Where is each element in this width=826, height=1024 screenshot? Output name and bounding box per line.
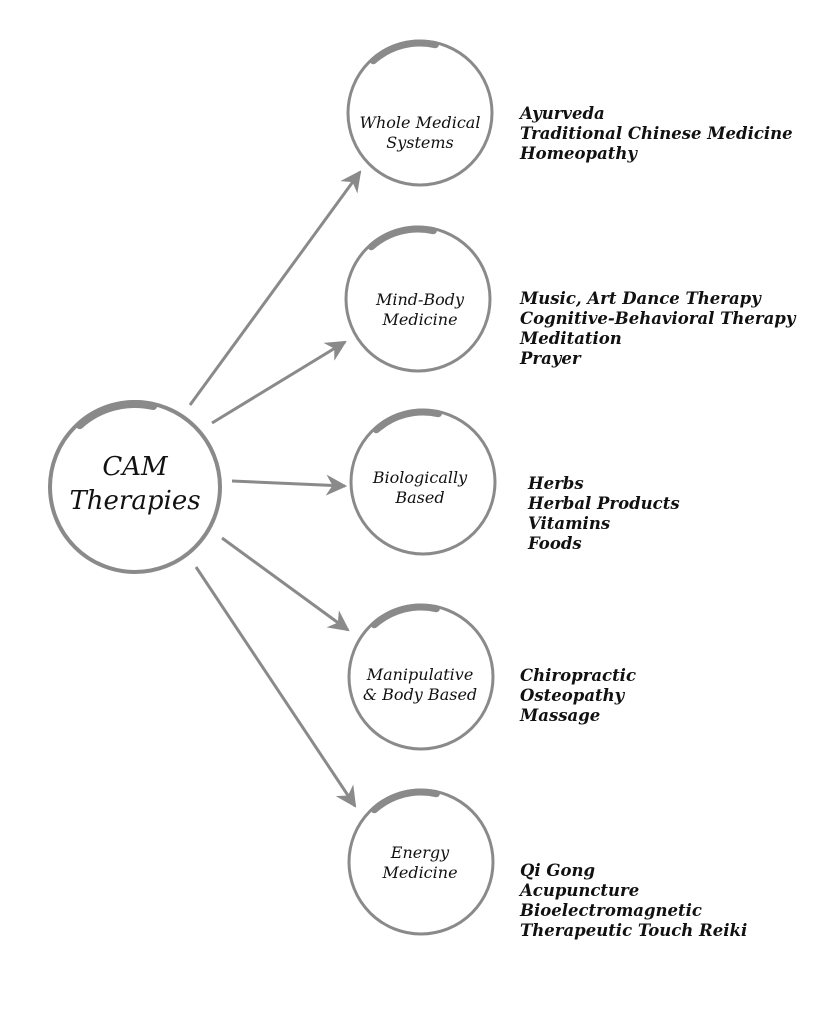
category-circle-biologically-based-brush-accent <box>372 408 442 434</box>
item-list-energy-medicine: Qi Gong Acupuncture Bioelectromagnetic T… <box>520 861 747 941</box>
category-node-label-energy-medicine: Energy Medicine <box>345 810 495 915</box>
category-circle-whole-medical-systems-brush-accent <box>369 39 439 65</box>
list-item: Acupuncture <box>520 881 640 900</box>
category-4-line-2: & Body Based <box>362 684 478 704</box>
category-3-line-1: Biologically <box>372 468 468 488</box>
item-list-biologically-based: Herbs Herbal Products Vitamins Foods <box>528 474 680 554</box>
center-label-line-1: CAM <box>102 452 168 483</box>
category-1-line-1: Whole Medical <box>359 113 481 133</box>
arrow-to-energy-medicine <box>194 566 357 808</box>
category-node-label-biologically-based: Biologically Based <box>345 435 495 540</box>
category-circle-manipulative-body-based-brush-accent <box>370 603 440 629</box>
item-list-mind-body-medicine: Music, Art Dance Therapy Cognitive-Behav… <box>520 289 795 369</box>
list-item: Herbs <box>528 474 584 493</box>
item-list-whole-medical-systems: Ayurveda Traditional Chinese Medicine Ho… <box>520 104 793 164</box>
list-item: Prayer <box>520 349 581 368</box>
arrow-to-whole-medical-systems <box>188 170 362 406</box>
list-item: Osteopathy <box>520 686 625 705</box>
arrow-to-manipulative-body-based <box>221 536 350 632</box>
connector-group <box>188 170 362 808</box>
category-circle-mind-body-medicine-brush-accent <box>367 225 437 251</box>
list-item: Cognitive-Behavioral Therapy <box>520 309 796 328</box>
list-item: Ayurveda <box>520 104 605 123</box>
list-item: Herbal Products <box>528 494 680 513</box>
list-item: Meditation <box>520 329 622 348</box>
circle-group <box>48 39 497 936</box>
center-node-label: CAM Therapies <box>50 405 220 565</box>
list-item: Chiropractic <box>520 666 636 685</box>
list-item: Therapeutic Touch Reiki <box>520 921 748 940</box>
category-node-label-whole-medical-systems: Whole Medical Systems <box>345 80 495 185</box>
list-item: Vitamins <box>528 514 611 533</box>
list-item: Massage <box>520 706 601 725</box>
arrow-to-biologically-based <box>231 474 348 496</box>
list-item: Bioelectromagnetic <box>520 901 702 920</box>
category-circle-energy-medicine-brush-accent <box>370 788 440 814</box>
list-item: Foods <box>528 534 582 553</box>
category-4-line-1: Manipulative <box>366 665 474 685</box>
list-item: Qi Gong <box>520 861 596 880</box>
list-item: Homeopathy <box>520 144 637 163</box>
category-node-label-mind-body-medicine: Mind-Body Medicine <box>345 257 495 362</box>
arrow-to-mind-body-medicine <box>211 340 347 425</box>
category-2-line-1: Mind-Body <box>375 290 465 310</box>
list-item: Traditional Chinese Medicine <box>520 124 793 143</box>
category-5-line-1: Energy <box>390 843 450 863</box>
category-5-line-2: Medicine <box>382 862 458 882</box>
item-list-manipulative-body-based: Chiropractic Osteopathy Massage <box>520 666 636 726</box>
list-item: Music, Art Dance Therapy <box>520 289 761 308</box>
center-circle-brush-accent <box>75 400 158 430</box>
category-node-label-manipulative-body-based: Manipulative & Body Based <box>345 632 495 737</box>
center-label-line-2: Therapies <box>69 486 201 516</box>
category-3-line-2: Based <box>395 487 445 507</box>
category-1-line-2: Systems <box>386 132 454 152</box>
category-2-line-2: Medicine <box>382 309 458 329</box>
